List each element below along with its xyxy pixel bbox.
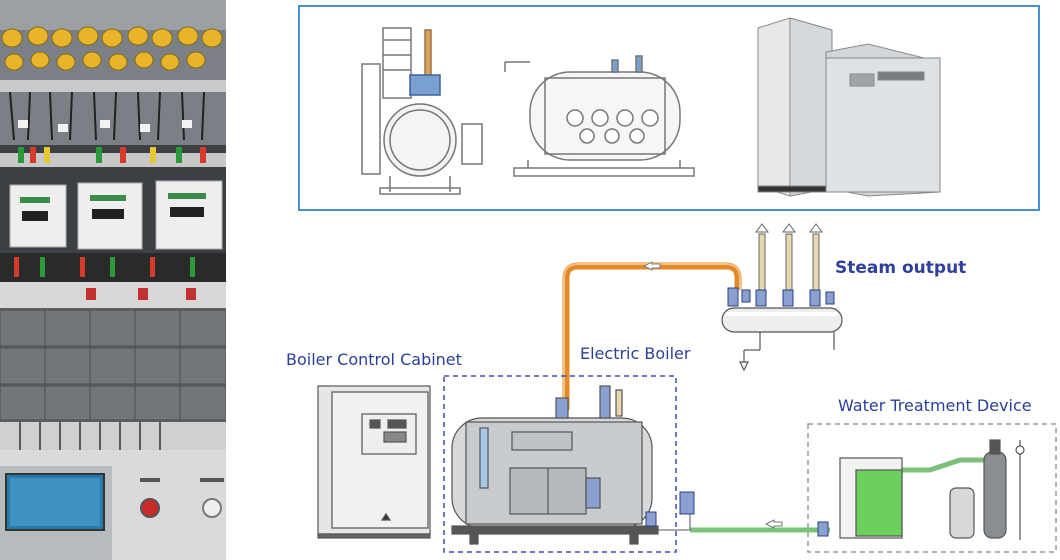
photo-plc: [0, 282, 226, 450]
photo-breakers: [0, 0, 226, 145]
electric-boiler-label: Electric Boiler: [580, 344, 691, 363]
control-cabinet-label: Boiler Control Cabinet: [286, 350, 462, 369]
product-frame: [298, 5, 1040, 211]
boiler-side-view: [361, 27, 483, 195]
photo-contactors: [0, 145, 226, 282]
steam-pipe: [562, 262, 742, 410]
inlet-valves: [645, 491, 829, 537]
arrow-icon: [764, 519, 783, 529]
water-treatment-frame: [807, 423, 1057, 553]
arrow-icon: [642, 261, 661, 271]
boiler-dashed-frame: [443, 375, 677, 553]
header-valves: [727, 287, 835, 307]
steam-outlets: [755, 223, 823, 299]
water-treatment-equipment: [839, 439, 1025, 540]
electric-boiler-body: [451, 385, 659, 545]
steam-pipe-highlight: [563, 263, 741, 410]
water-treatment-label: Water Treatment Device: [838, 396, 1032, 415]
steam-output-label: Steam output: [835, 258, 967, 278]
photo-strip: [0, 0, 226, 560]
boiler-front-view: [504, 55, 695, 177]
water-pipe-2: [600, 500, 691, 531]
control-cabinet: [317, 385, 431, 539]
steam-header: [721, 307, 843, 372]
water-pipe: [690, 457, 990, 533]
photo-hmi-panel: [0, 450, 226, 560]
cabinet-photo: [757, 17, 941, 197]
